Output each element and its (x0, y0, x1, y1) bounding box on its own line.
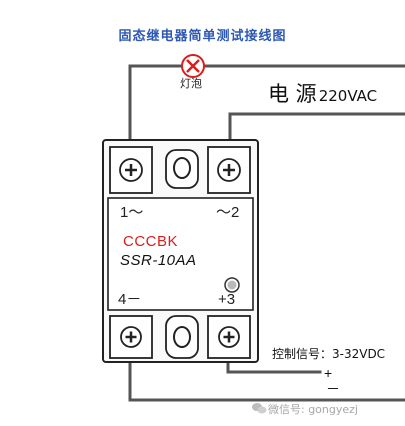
control-minus-label: － (326, 381, 340, 397)
lamp-icon (181, 54, 205, 78)
power-label-text: 电 源 (268, 82, 317, 106)
wechat-icon (252, 403, 267, 414)
screw-icon-t3 (218, 326, 240, 348)
control-plus-label: + (324, 365, 333, 381)
terminal-4-label: 4－ (118, 291, 142, 308)
terminal-2-label: ～2 (216, 204, 240, 221)
indicator-led-icon (224, 277, 240, 293)
relay-model: SSR-10AA (120, 252, 197, 269)
relay-brand: CCCBK (123, 233, 179, 250)
lamp-wire (128, 64, 405, 157)
control-signal-label: 控制信号：3-32VDC (272, 347, 386, 361)
terminal-3-label: +3 (218, 291, 236, 308)
screw-icon-t1 (119, 158, 143, 182)
screw-icon-t4 (120, 326, 142, 348)
screw-icon-t2 (217, 158, 241, 182)
watermark-text: 微信号: gongyezj (268, 403, 358, 416)
lamp-label: 灯泡 (180, 77, 202, 90)
diagram-title: 固态继电器简单测试接线图 (118, 29, 287, 44)
power-value: 220VAC (318, 87, 378, 105)
terminal-1-label: 1～ (120, 204, 144, 221)
